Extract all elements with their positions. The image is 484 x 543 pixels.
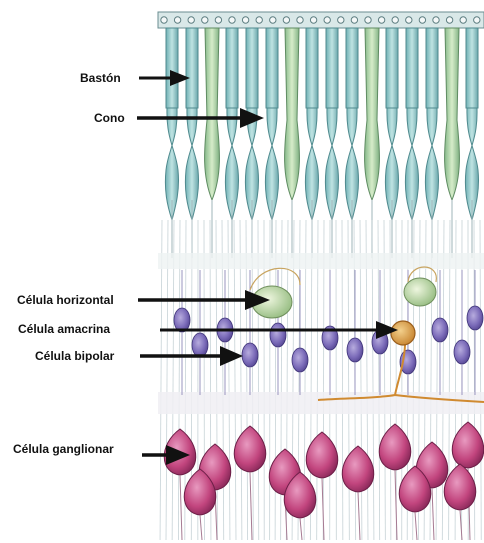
label-celula-amacrina: Célula amacrina (18, 322, 110, 336)
label-celula-ganglionar: Célula ganglionar (13, 442, 114, 456)
label-cono: Cono (94, 111, 125, 125)
bipolar-cells (174, 270, 483, 395)
photoreceptor-layer (165, 28, 478, 258)
label-celula-bipolar: Célula bipolar (35, 349, 114, 363)
arrow-cono (137, 108, 264, 128)
label-baston: Bastón (80, 71, 121, 85)
label-celula-horizontal: Célula horizontal (17, 293, 114, 307)
arrow-baston (139, 70, 190, 86)
pigment-border (158, 12, 484, 28)
